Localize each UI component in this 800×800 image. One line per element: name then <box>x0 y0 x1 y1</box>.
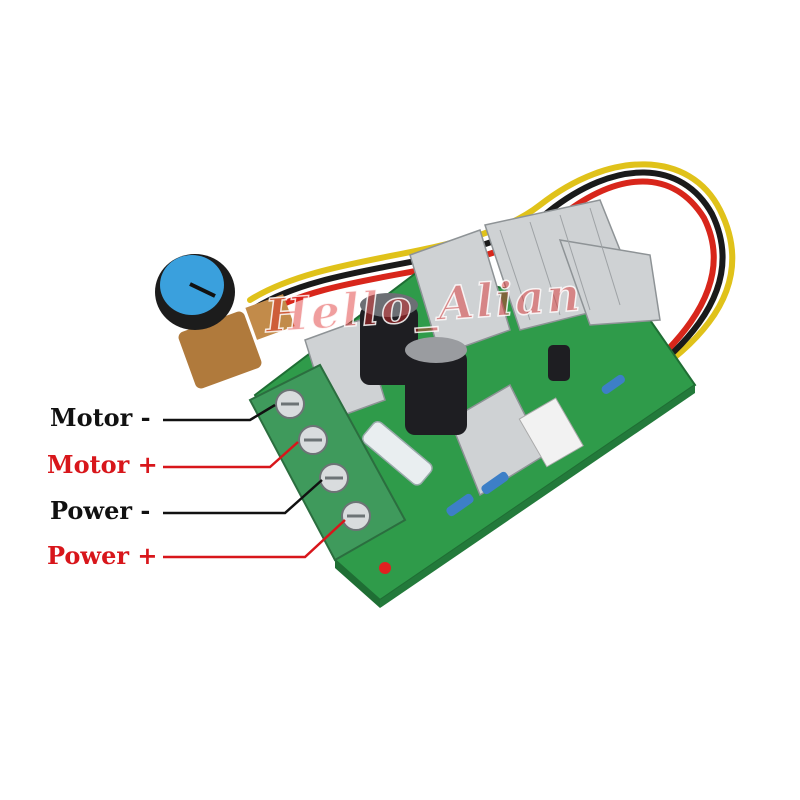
resistor-group <box>446 374 625 517</box>
capacitor-group <box>360 293 570 435</box>
fuse <box>362 420 433 486</box>
led-icon <box>379 562 391 574</box>
label-motor-minus: Motor - <box>50 403 151 432</box>
callout-line-power-minus <box>163 479 323 515</box>
callout-line-motor-plus <box>163 441 299 469</box>
callout-line-motor-minus <box>163 403 276 422</box>
label-power-minus: Power - <box>50 496 151 525</box>
callout-line-power-plus <box>163 519 346 559</box>
potentiometer <box>155 254 295 389</box>
fuse-icon <box>362 420 433 486</box>
callout-lines <box>163 403 346 559</box>
screw-terminal-block <box>248 363 407 562</box>
heatsink-icon <box>409 229 511 356</box>
label-motor-plus: Motor + <box>47 450 158 479</box>
wire-connector <box>518 397 584 468</box>
label-power-plus: Power + <box>47 541 158 570</box>
wire-bundle <box>247 161 736 435</box>
capacitor-icon <box>405 350 467 435</box>
